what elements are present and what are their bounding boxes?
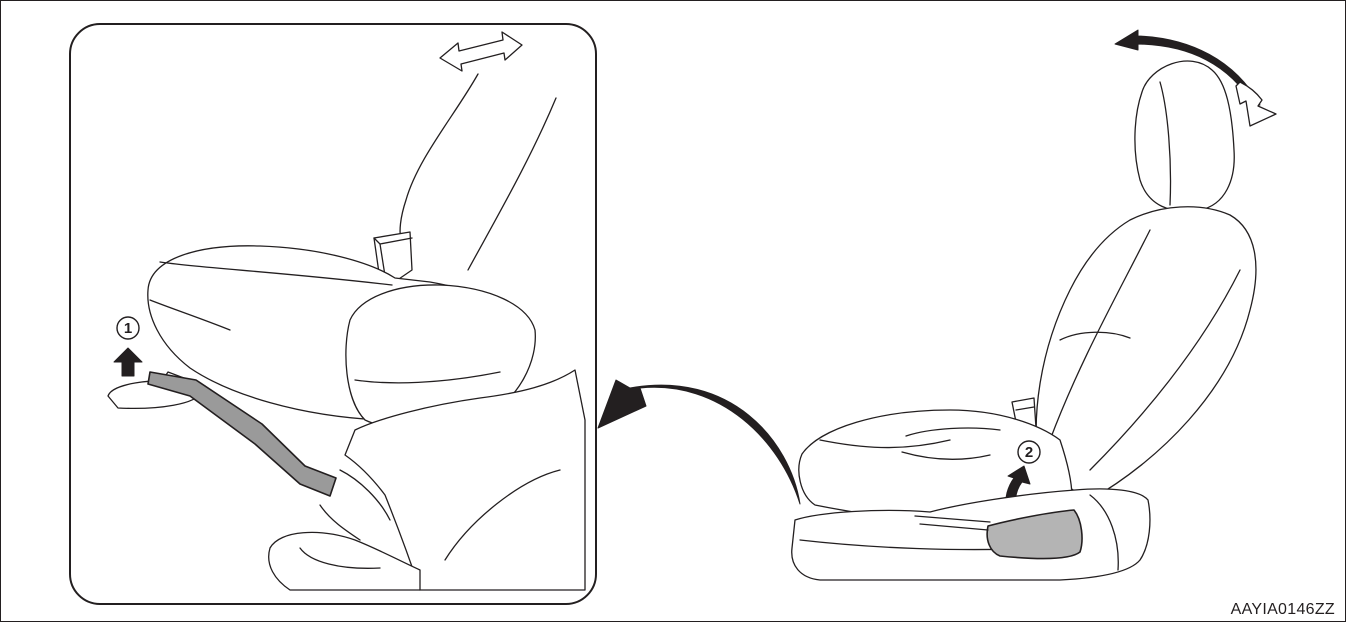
callout-2: 2 — [1018, 441, 1040, 463]
seat-back — [1036, 207, 1256, 500]
callout-2-number: 2 — [1025, 444, 1033, 461]
detail-inset: 1 — [70, 24, 596, 604]
callout-1: 1 — [117, 317, 139, 339]
callout-1-number: 1 — [124, 320, 132, 337]
figure-code: AAYIA0146ZZ — [1231, 601, 1335, 618]
headrest — [1135, 61, 1234, 228]
full-seat: 2 — [792, 30, 1276, 580]
pointer-arrow-to-inset-icon — [598, 380, 800, 504]
